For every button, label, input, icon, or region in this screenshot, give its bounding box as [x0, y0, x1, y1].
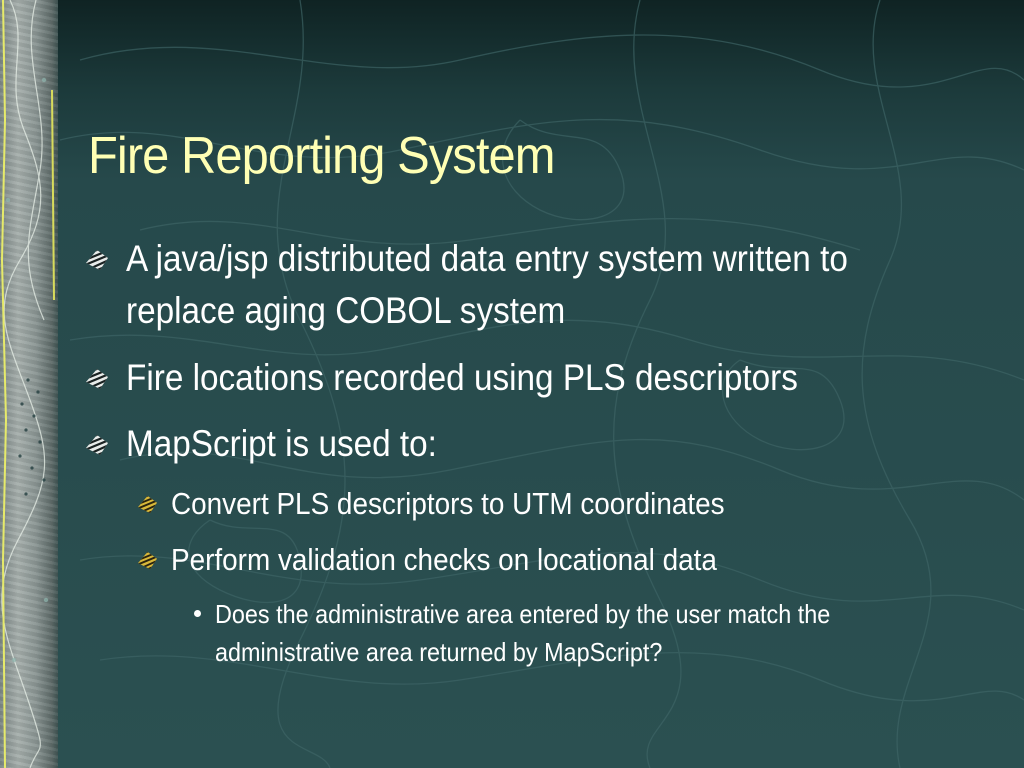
- sub-sub-bullet-text: Does the administrative area entered by …: [215, 599, 831, 667]
- sub-bullet-item: Convert PLS descriptors to UTM coordinat…: [138, 482, 951, 526]
- striped-diamond-bullet-icon: [138, 495, 157, 514]
- striped-diamond-bullet-icon: [86, 435, 108, 455]
- sub-bullet-text: Convert PLS descriptors to UTM coordinat…: [171, 486, 725, 521]
- dot-bullet-icon: [194, 610, 201, 617]
- sub-bullet-text: Perform validation checks on locational …: [171, 542, 717, 577]
- bullet-text: MapScript is used to:: [126, 423, 437, 464]
- sub-sub-bullet-item: Does the administrative area entered by …: [194, 595, 995, 671]
- bullet-item: A java/jsp distributed data entry system…: [86, 233, 1024, 337]
- bullet-text: A java/jsp distributed data entry system…: [126, 238, 848, 331]
- bullet-text: Fire locations recorded using PLS descri…: [126, 357, 798, 398]
- map-strip-pattern: [0, 0, 55, 768]
- striped-diamond-bullet-icon: [138, 551, 157, 570]
- decorative-map-strip: [0, 0, 58, 768]
- slide-title: Fire Reporting System: [88, 127, 555, 185]
- bullet-item: MapScript is used to:: [86, 418, 1024, 470]
- striped-diamond-bullet-icon: [86, 250, 108, 270]
- sub-bullet-item: Perform validation checks on locational …: [138, 538, 951, 582]
- striped-diamond-bullet-icon: [86, 369, 108, 389]
- bullet-item: Fire locations recorded using PLS descri…: [86, 352, 1024, 404]
